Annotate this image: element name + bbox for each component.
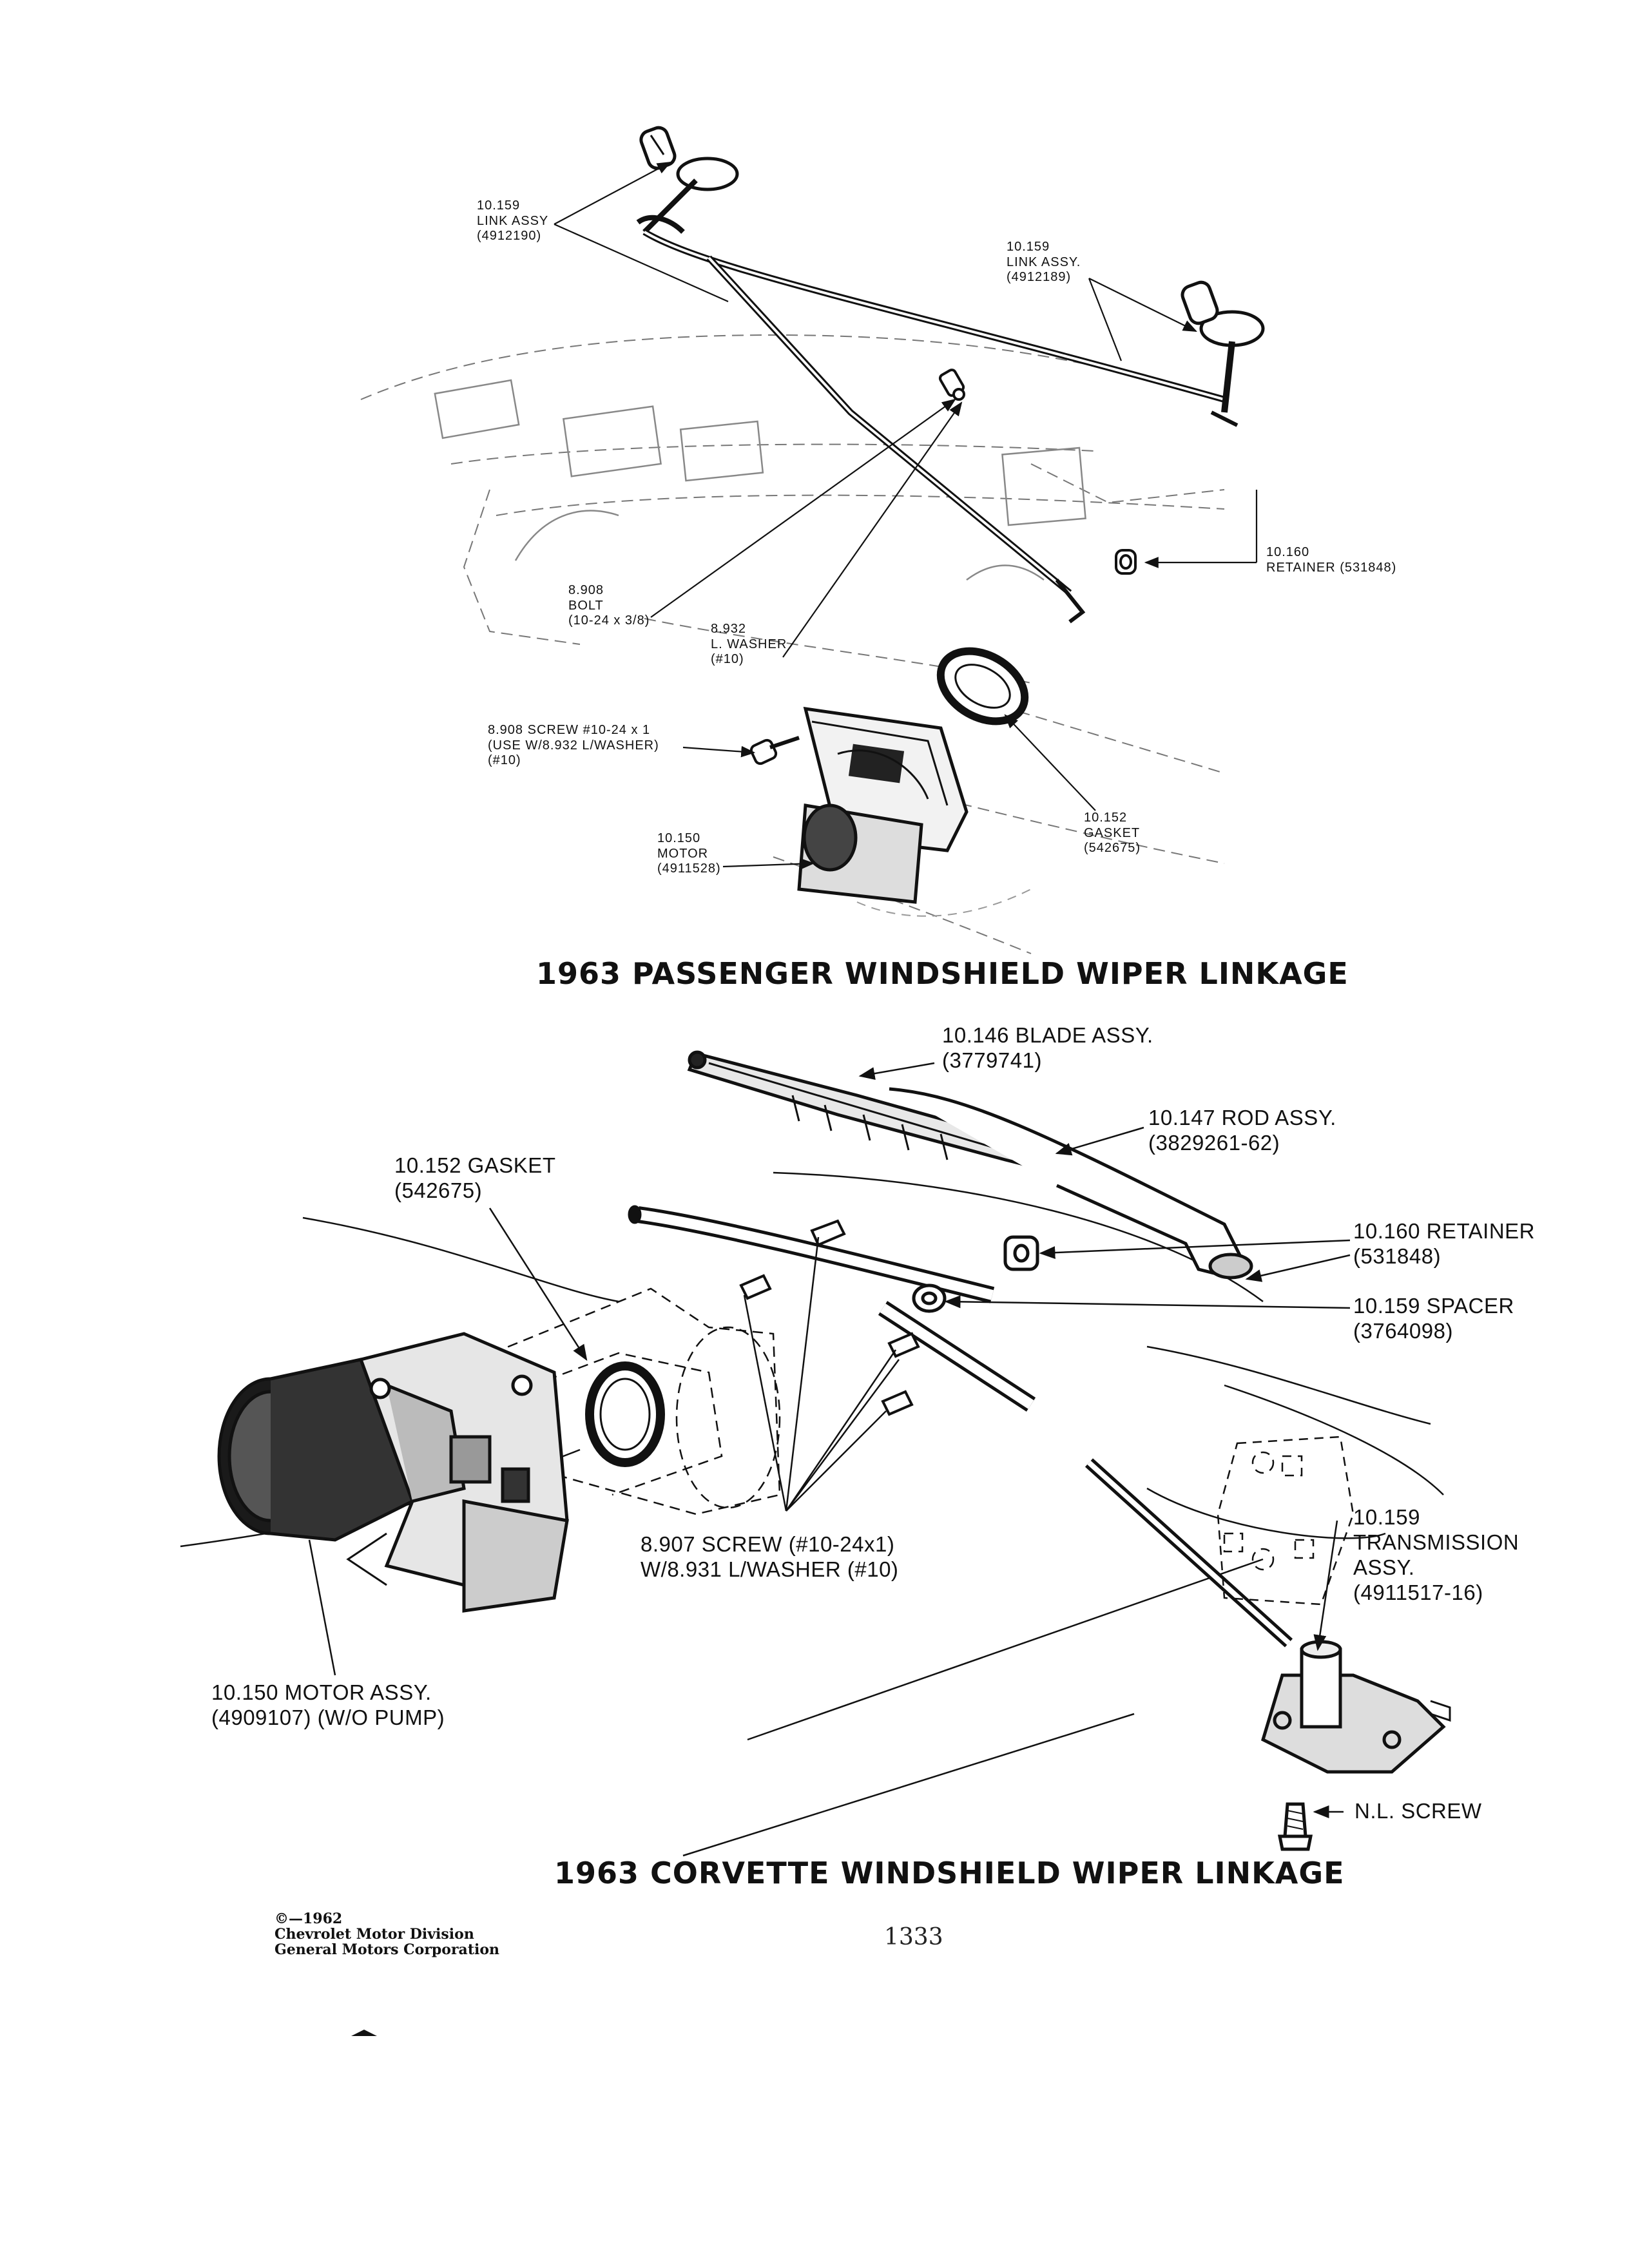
label-blade-assy: 10.146 BLADE ASSY. (3779741) — [942, 1023, 1153, 1073]
label-line: 10.159 — [1007, 240, 1050, 254]
label-line: TRANSMISSION — [1353, 1530, 1519, 1554]
label-retainer-top: 10.160 RETAINER (531848) — [1266, 545, 1396, 575]
label-rod-assy: 10.147 ROD ASSY. (3829261-62) — [1148, 1106, 1336, 1156]
label-line: RETAINER (531848) — [1266, 560, 1397, 575]
gasket-ring — [936, 647, 1029, 726]
label-line: BOLT — [568, 598, 604, 613]
label-washer: 8.932 L. WASHER (#10) — [711, 622, 787, 668]
label-line: (#10) — [711, 652, 744, 667]
label-screw-top: 8.908 SCREW #10-24 x 1 (USE W/8.932 L/WA… — [488, 723, 659, 769]
passenger-wiper-diagram — [360, 126, 1265, 954]
label-line: W/8.931 L/WASHER (#10) — [641, 1557, 899, 1581]
label-line: 8.932 — [711, 622, 747, 636]
label-line: (USE W/8.932 L/WASHER) — [488, 738, 659, 753]
corvette-leader-lines — [308, 1062, 1351, 1818]
label-nl-screw: N.L. SCREW — [1354, 1799, 1482, 1824]
label-line: 10.152 GASKET — [394, 1153, 556, 1177]
label-line: (542675) — [394, 1178, 483, 1202]
right-pivot — [1181, 280, 1265, 427]
label-line: 8.907 SCREW (#10-24x1) — [641, 1532, 895, 1556]
mount-screws — [739, 1219, 920, 1416]
link-rods — [628, 1205, 1293, 1648]
label-screw-bottom: 8.907 SCREW (#10-24x1) W/8.931 L/WASHER … — [641, 1532, 898, 1582]
gasket — [585, 1361, 665, 1467]
label-transmission-assy: 10.159 TRANSMISSION ASSY. (4911517-16) — [1353, 1505, 1519, 1606]
label-line: (3764098) — [1353, 1318, 1453, 1343]
label-line: 10.159 — [1353, 1505, 1420, 1529]
label-line: (4912189) — [1007, 270, 1072, 285]
label-line: (3779741) — [942, 1048, 1042, 1072]
mounting-screw — [749, 736, 800, 765]
label-line: ASSY. — [1353, 1555, 1415, 1579]
label-line: 10.147 ROD ASSY. — [1148, 1106, 1336, 1129]
label-line: LINK ASSY. — [1007, 255, 1081, 269]
label-line: 10.152 — [1084, 811, 1128, 825]
label-link-assy-left: 10.159 LINK ASSY (4912190) — [477, 198, 548, 244]
label-line: (531848) — [1353, 1244, 1441, 1268]
label-link-assy-right: 10.159 LINK ASSY. (4912189) — [1007, 240, 1081, 285]
label-line: 10.159 SPACER — [1353, 1294, 1514, 1318]
label-motor-top: 10.150 MOTOR (4911528) — [657, 831, 721, 877]
spacer-retainer — [912, 1235, 1039, 1313]
label-line: (4911517-16) — [1353, 1580, 1483, 1604]
label-spacer: 10.159 SPACER (3764098) — [1353, 1294, 1514, 1344]
motor-assembly — [217, 1332, 569, 1613]
label-line: LINK ASSY — [477, 213, 549, 228]
copyright-line: ©—1962 — [275, 1910, 343, 1927]
label-line: 10.160 — [1266, 545, 1310, 559]
copyright-notice: ©—1962 Chevrolet Motor Division General … — [275, 1911, 499, 1958]
corvette-wiper-diagram — [180, 1050, 1451, 1857]
label-line: (#10) — [488, 753, 521, 768]
print-mark — [351, 2030, 377, 2036]
label-line: 10.150 — [657, 831, 701, 845]
transmission-bracket — [1217, 1436, 1354, 1606]
label-line: L. WASHER — [711, 637, 787, 651]
label-line: MOTOR — [657, 846, 709, 861]
label-line: 10.146 BLADE ASSY. — [942, 1023, 1153, 1047]
label-line: (3829261-62) — [1148, 1130, 1280, 1155]
label-line: (542675) — [1084, 841, 1141, 856]
passenger-diagram-title: 1963 PASSENGER WINDSHIELD WIPER LINKAGE — [536, 956, 1349, 991]
retainer-clip — [1115, 549, 1137, 575]
page-number: 1333 — [884, 1924, 943, 1950]
label-motor-assy: 10.150 MOTOR ASSY. (4909107) (W/O PUMP) — [211, 1680, 445, 1731]
label-gasket-top: 10.152 GASKET (542675) — [1084, 811, 1141, 856]
passenger-leader-lines — [554, 161, 1258, 870]
corvette-diagram-title: 1963 CORVETTE WINDSHIELD WIPER LINKAGE — [554, 1856, 1345, 1890]
label-line: (10-24 x 3/8) — [568, 613, 650, 628]
label-line: N.L. SCREW — [1354, 1799, 1482, 1823]
mounting-plate — [476, 1287, 781, 1515]
copyright-line: General Motors Corporation — [275, 1941, 500, 1959]
label-line: 8.908 — [568, 583, 604, 597]
label-line: (4909107) (W/O PUMP) — [211, 1705, 445, 1729]
label-line: 8.908 SCREW #10-24 x 1 — [488, 723, 651, 737]
label-line: 10.150 MOTOR ASSY. — [211, 1680, 432, 1704]
copyright-line: Chevrolet Motor Division — [275, 1926, 474, 1943]
label-line: (4912190) — [477, 229, 542, 244]
label-retainer-bottom: 10.160 RETAINER (531848) — [1353, 1219, 1535, 1269]
blade-assembly — [687, 1050, 1253, 1280]
center-bolt — [938, 369, 965, 401]
label-line: GASKET — [1084, 825, 1141, 840]
label-line: 10.160 RETAINER — [1353, 1219, 1536, 1243]
link-rod — [636, 215, 1226, 624]
label-line: 10.159 — [477, 198, 521, 213]
label-bolt: 8.908 BOLT (10-24 x 3/8) — [568, 583, 650, 629]
label-gasket-bottom: 10.152 GASKET (542675) — [394, 1153, 555, 1204]
left-pivot — [639, 126, 739, 234]
label-line: (4911528) — [657, 861, 721, 876]
background-panels — [434, 379, 1086, 581]
wiper-motor — [797, 706, 969, 904]
